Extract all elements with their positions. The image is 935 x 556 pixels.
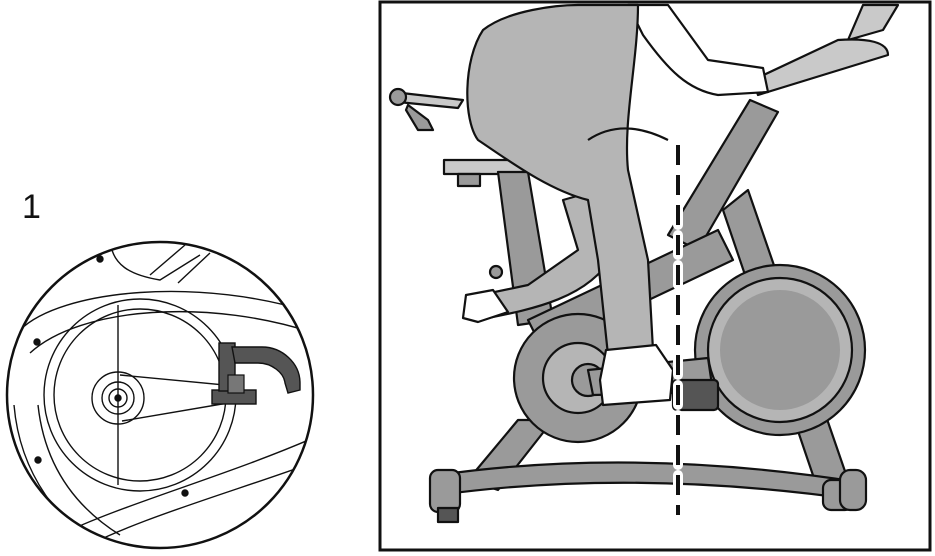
rider-on-bike-illustration (378, 0, 932, 552)
pedal-icon (211, 342, 301, 405)
magnifier-circle (5, 240, 315, 550)
rider-figure (461, 3, 770, 407)
step-number: 1 (22, 188, 41, 226)
pedal-closeup-illustration (5, 240, 315, 550)
